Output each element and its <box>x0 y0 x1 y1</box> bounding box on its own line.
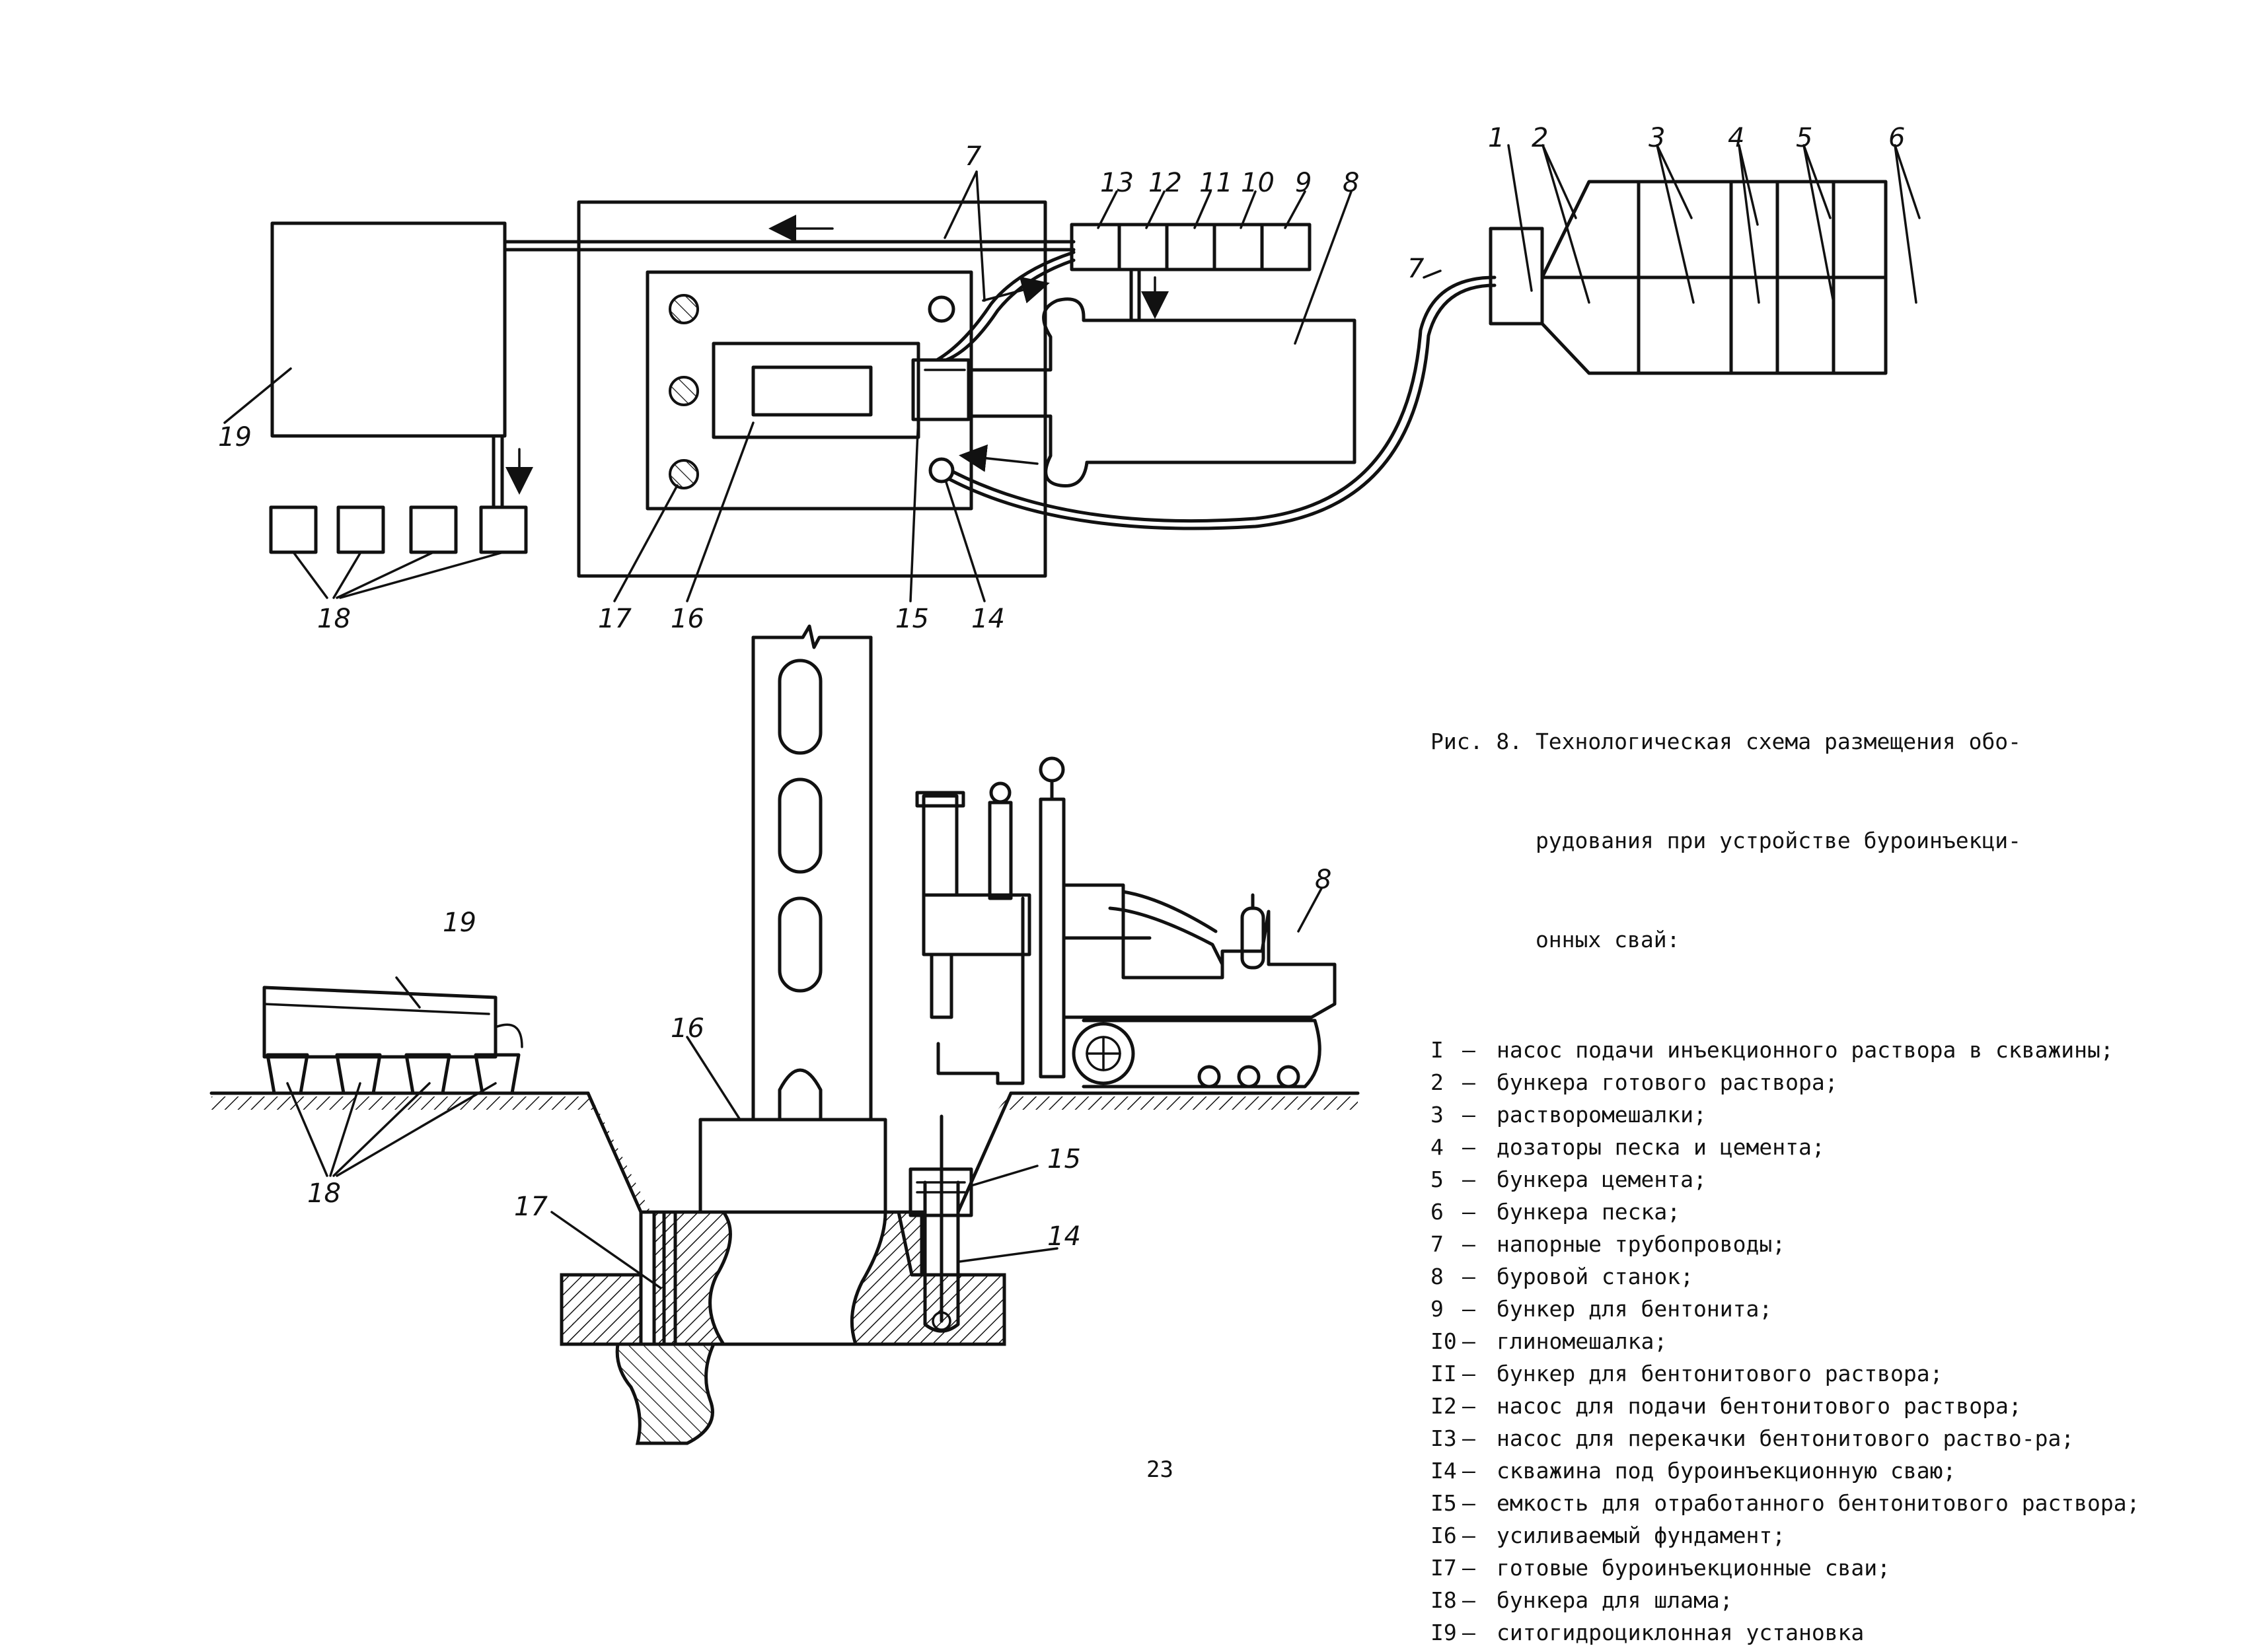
legend-item: I4–скважина под буроинъекционную сваю; <box>1430 1458 1956 1484</box>
section-label-16: 16 <box>671 1013 704 1044</box>
label-3: 3 <box>1649 123 1665 153</box>
foundation-inner <box>646 270 973 511</box>
legend-item: I5–емкость для отработанного бентонитово… <box>1430 1490 2140 1516</box>
label-8: 8 <box>1343 168 1359 198</box>
drill-rig-plan <box>971 297 1356 488</box>
hydrocyclone-unit-section <box>262 986 498 1059</box>
label-16: 16 <box>671 604 704 634</box>
sludge-bunkers-plan <box>269 505 528 554</box>
label-6: 6 <box>1888 123 1905 153</box>
section-label-18: 18 <box>307 1178 341 1209</box>
label-10: 10 <box>1241 168 1275 198</box>
caption-line: рудования при устройстве буроинъекци- <box>1430 828 2022 853</box>
figure-page: 1 2 3 4 5 6 7 7 8 9 10 11 12 13 14 15 16… <box>209 123 2140 1645</box>
label-15: 15 <box>895 604 929 634</box>
legend-item: I6–усиливаемый фундамент; <box>1430 1523 1786 1548</box>
bentonite-pumps-row <box>1070 223 1312 271</box>
section-label-14: 14 <box>1047 1221 1081 1252</box>
legend-item: 8–буровой станок; <box>1430 1264 1694 1289</box>
label-18: 18 <box>317 604 351 634</box>
caption-line: онных свай: <box>1430 927 1680 952</box>
label-19: 19 <box>218 422 252 452</box>
legend-item: 2–бункера готового раствора; <box>1430 1069 1838 1095</box>
caption-line: Рис. 8. Технологическая схема размещения… <box>1430 729 2022 754</box>
legend-item: 6–бункера песка; <box>1430 1199 1681 1225</box>
label-5: 5 <box>1796 123 1812 153</box>
section-label-19: 19 <box>443 908 476 938</box>
legend-item: 9–бункер для бентонита; <box>1430 1296 1773 1322</box>
legend-item: I2–насос для подачи бентонитового раство… <box>1430 1393 2022 1419</box>
label-11: 11 <box>1199 168 1233 198</box>
foundation-column-section <box>698 624 887 1214</box>
label-7b: 7 <box>1407 254 1425 284</box>
legend-item: I9–ситогидроциклонная установка <box>1430 1620 1865 1645</box>
label-13: 13 <box>1100 168 1134 198</box>
section-label-8: 8 <box>1315 865 1331 895</box>
figure-caption: Рис. 8. Технологическая схема размещения… <box>1430 659 2144 1652</box>
legend-item: I3–насос для перекачки бентонитового рас… <box>1430 1425 2075 1451</box>
page-number: 23 <box>1146 1456 1173 1483</box>
technological-scheme-drawing: 1 2 3 4 5 6 7 7 8 9 10 11 12 13 14 15 16… <box>209 123 1921 1445</box>
legend-item: I8–бункера для шлама; <box>1430 1587 1733 1613</box>
label-12: 12 <box>1148 168 1182 198</box>
caption-title: Рис. 8. Технологическая схема размещения… <box>1430 659 2144 1023</box>
section-label-17: 17 <box>514 1192 548 1222</box>
label-9: 9 <box>1295 168 1312 198</box>
legend-item: I0–глиномешалка; <box>1430 1328 1668 1354</box>
label-7a: 7 <box>965 141 982 172</box>
section-label-15: 15 <box>1047 1144 1081 1174</box>
label-1: 1 <box>1488 123 1504 153</box>
spent-bentonite-tank-section <box>909 1167 973 1217</box>
legend-item: II–бункер для бентонитового раствора; <box>1430 1361 1943 1386</box>
label-17: 17 <box>598 604 632 634</box>
sludge-bunkers-section <box>266 1053 521 1095</box>
legend-list: I–насос подачи инъекционного раствора в … <box>1430 1037 2144 1646</box>
legend-item: I–насос подачи инъекционного раствора в … <box>1430 1037 2114 1063</box>
legend-item: I7–готовые буроинъекционные сваи; <box>1430 1555 1891 1581</box>
foundation-plan <box>577 200 1047 578</box>
label-14: 14 <box>971 604 1005 634</box>
label-2: 2 <box>1532 123 1548 153</box>
drill-rig-section <box>915 756 1337 1095</box>
label-4: 4 <box>1728 123 1744 153</box>
legend-item: 7–напорные трубопроводы; <box>1430 1231 1786 1257</box>
legend-item: 5–бункера цемента; <box>1430 1167 1707 1192</box>
legend-item: 4–дозаторы песка и цемента; <box>1430 1134 1825 1160</box>
hydrocyclone-unit-plan <box>270 221 507 438</box>
legend-item: 3–растворомешалки; <box>1430 1102 1707 1128</box>
